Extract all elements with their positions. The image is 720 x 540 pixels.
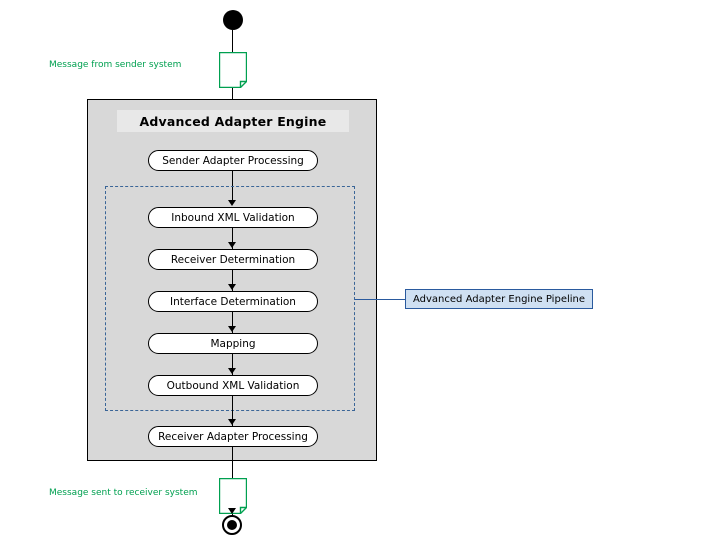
activity-node-label: Inbound XML Validation — [171, 211, 295, 224]
activity-node-label: Receiver Adapter Processing — [158, 430, 308, 443]
pipeline-callout-leader-line — [355, 299, 405, 300]
inbound-message-note — [219, 52, 247, 88]
activity-node-label: Sender Adapter Processing — [162, 154, 304, 167]
engine-title-band: Advanced Adapter Engine — [117, 110, 349, 132]
flow-mapping-to-outbound-validation — [232, 354, 233, 375]
arrowhead-to-mapping — [228, 326, 236, 332]
note-icon — [219, 478, 247, 514]
arrowhead-to-interface-determination — [228, 284, 236, 290]
inbound-message-note-label: Message from sender system — [49, 60, 182, 70]
final-node-inner-dot — [227, 520, 237, 530]
flow-receiver-determination-to-interface-determination — [232, 270, 233, 291]
flow-start-to-inbound-note — [232, 30, 233, 52]
arrowhead-to-receiver-determination — [228, 242, 236, 248]
activity-node-receiver-determination[interactable]: Receiver Determination — [148, 249, 318, 270]
flow-receiver-adapter-to-outbound-note — [232, 447, 233, 478]
arrowhead-to-final-node — [228, 508, 236, 514]
advanced-adapter-engine-pipeline-region — [105, 186, 355, 411]
activity-node-receiver-adapter-processing[interactable]: Receiver Adapter Processing — [148, 426, 318, 447]
activity-node-mapping[interactable]: Mapping — [148, 333, 318, 354]
page-title: Advanced Adapter Engine — [139, 113, 327, 129]
activity-node-label: Receiver Determination — [170, 253, 296, 266]
arrowhead-to-inbound-validation — [228, 200, 236, 206]
outbound-message-note — [219, 478, 247, 514]
flow-interface-determination-to-mapping — [232, 312, 233, 333]
pipeline-callout-box: Advanced Adapter Engine Pipeline — [405, 289, 594, 309]
final-node — [222, 515, 242, 535]
flow-inbound-validation-to-receiver-determination — [232, 228, 233, 249]
flow-outbound-validation-to-receiver-adapter — [232, 396, 233, 426]
arrowhead-to-outbound-validation — [228, 368, 236, 374]
activity-node-label: Interface Determination — [170, 295, 296, 308]
outbound-message-note-label: Message sent to receiver system — [49, 488, 198, 498]
initial-node — [223, 10, 243, 30]
activity-node-sender-adapter-processing[interactable]: Sender Adapter Processing — [148, 150, 318, 171]
activity-node-interface-determination[interactable]: Interface Determination — [148, 291, 318, 312]
pipeline-callout-label: Advanced Adapter Engine Pipeline — [413, 293, 586, 305]
activity-node-label: Outbound XML Validation — [166, 379, 300, 392]
activity-node-inbound-xml-validation[interactable]: Inbound XML Validation — [148, 207, 318, 228]
note-icon — [219, 52, 247, 88]
activity-node-label: Mapping — [210, 337, 256, 350]
activity-node-outbound-xml-validation[interactable]: Outbound XML Validation — [148, 375, 318, 396]
arrowhead-to-receiver-adapter — [228, 419, 236, 425]
